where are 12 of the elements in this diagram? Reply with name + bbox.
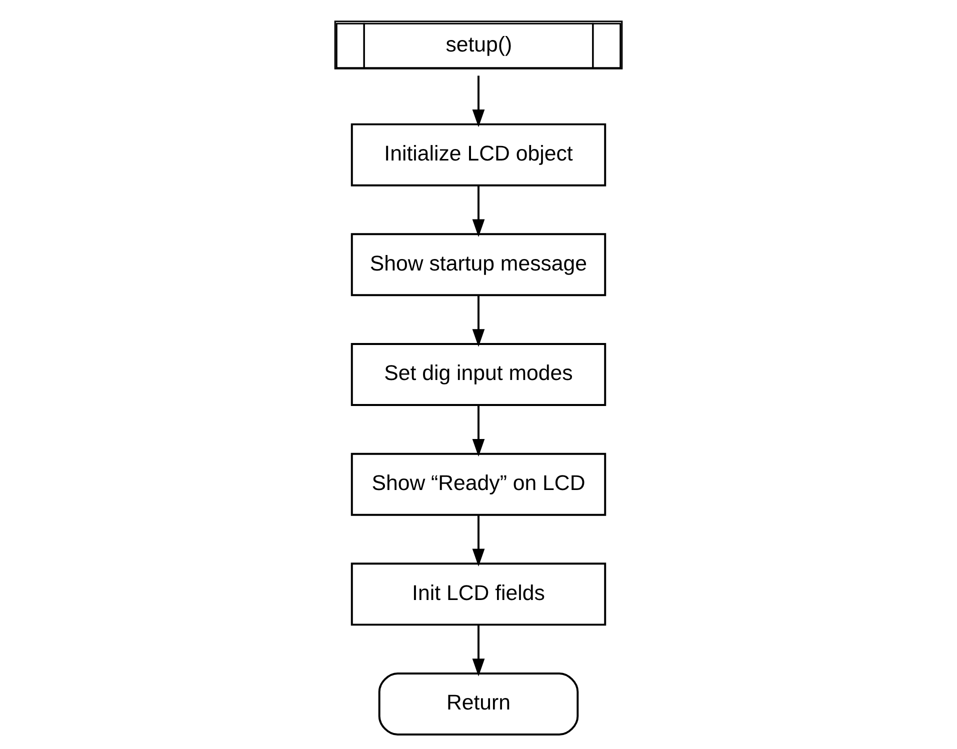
arrow (472, 624, 485, 676)
arrow (472, 186, 485, 237)
node-box: Show startup message (350, 233, 606, 296)
arrow (472, 405, 485, 457)
node-box: Set dig input modes (350, 343, 606, 406)
node-box: Show “Ready” on LCD (350, 452, 606, 516)
node-box: Init LCD fields (350, 562, 606, 626)
arrow (472, 295, 485, 347)
node-box: Return (378, 672, 579, 736)
arrow (472, 515, 485, 567)
arrow (472, 76, 485, 128)
node-box: Initialize LCD object (350, 123, 606, 186)
